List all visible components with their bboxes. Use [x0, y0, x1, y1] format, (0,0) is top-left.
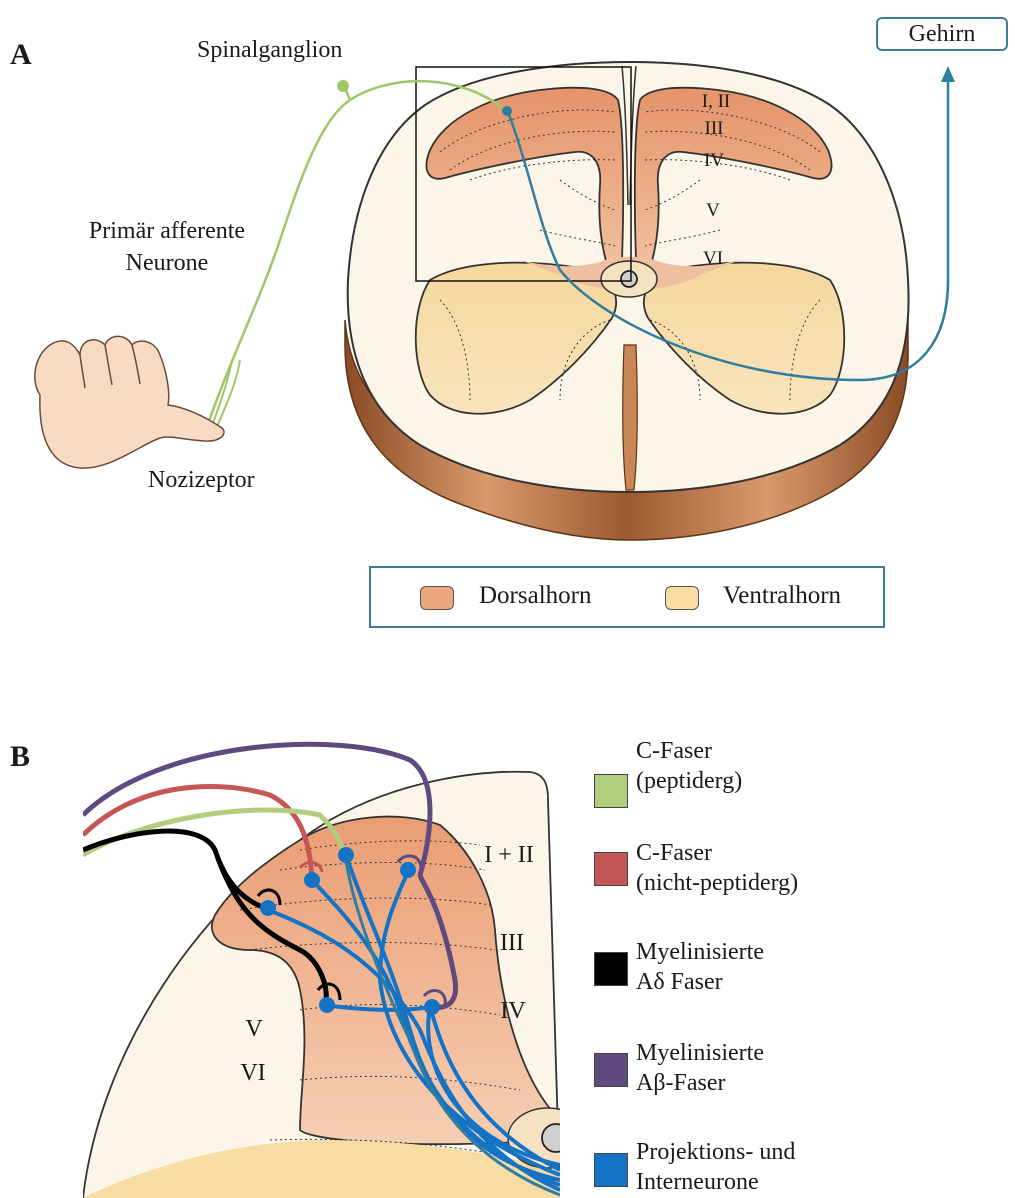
spinal-ganglion-soma [337, 80, 349, 92]
central-canal [621, 271, 637, 287]
key-swatch-c-peptidergic [594, 774, 628, 808]
lamina-b-4: V [245, 1016, 262, 1043]
key-swatch-abeta [594, 1053, 628, 1087]
legend-label-ventralhorn: Ventralhorn [723, 582, 841, 610]
key-label-projection: Projektions- und Interneurone [636, 1137, 795, 1197]
nozizeptor-label: Nozizeptor [148, 467, 255, 494]
key-swatch-c-nonpeptidergic [594, 852, 628, 886]
lamina-b-5: VI [240, 1060, 265, 1087]
key-swatch-adelta [594, 952, 628, 986]
gehirn-box: Gehirn [876, 17, 1008, 51]
afferent-label-line1: Primär afferente [60, 215, 274, 247]
lamina-b-2: III [500, 930, 524, 957]
key-label-abeta: Myelinisierte Aβ-Faser [636, 1038, 764, 1098]
lamina-a-3: IV [704, 150, 724, 172]
panel-b-diagram [0, 700, 560, 1198]
hand-icon [35, 336, 224, 468]
legend-label-dorsalhorn: Dorsalhorn [479, 582, 591, 610]
lamina-b-3: IV [500, 998, 525, 1025]
afferent-label-line2: Neurone [60, 247, 274, 279]
key-label-adelta: Myelinisierte Aδ Faser [636, 937, 764, 997]
spinalganglion-label: Spinalganglion [197, 37, 342, 64]
legend-swatch-ventralhorn [665, 586, 699, 610]
projection-neuron-soma [502, 106, 512, 116]
lamina-a-5: VI [703, 248, 723, 270]
afferent-label: Primär afferente Neurone [60, 215, 274, 279]
lamina-a-1: I, II [702, 91, 730, 113]
arrow-to-brain [941, 66, 955, 82]
key-swatch-projection [594, 1153, 628, 1187]
ventral-median-fissure [623, 345, 638, 490]
legend-panel-a: Dorsalhorn Ventralhorn [369, 566, 885, 628]
key-label-c-peptidergic: C-Faser (peptiderg) [636, 736, 742, 796]
lamina-b-1: I + II [484, 842, 534, 869]
key-label-c-nonpeptidergic: C-Faser (nicht-peptiderg) [636, 838, 798, 898]
legend-swatch-dorsalhorn [420, 586, 454, 610]
lamina-a-2: III [705, 118, 724, 140]
lamina-a-4: V [706, 200, 720, 222]
